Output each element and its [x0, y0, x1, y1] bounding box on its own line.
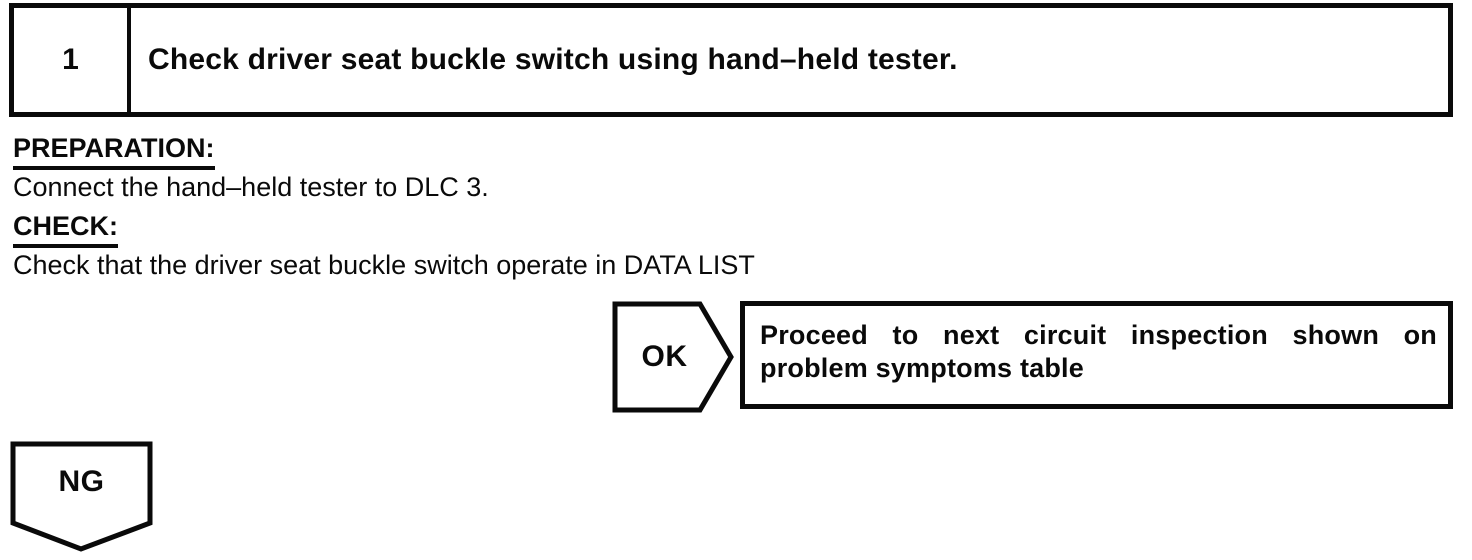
check-heading: CHECK:: [13, 211, 118, 248]
preparation-heading: PREPARATION:: [13, 133, 215, 170]
ng-pentagon-down-icon: [10, 441, 153, 552]
step-header-box: 1 Check driver seat buckle switch using …: [9, 3, 1453, 117]
ng-connector: NG: [10, 441, 153, 552]
preparation-body: Connect the hand–held tester to DLC 3.: [13, 172, 489, 202]
ok-result-box: Proceed to next circuit inspection shown…: [740, 301, 1453, 409]
preparation-section: PREPARATION:: [13, 133, 215, 170]
check-section: CHECK:: [13, 211, 118, 248]
ok-result-text: Proceed to next circuit inspection shown…: [760, 320, 1437, 383]
step-number: 1: [14, 8, 131, 112]
step-title: Check driver seat buckle switch using ha…: [148, 43, 958, 76]
ok-pentagon-right-icon: [612, 301, 734, 413]
ok-label: OK: [641, 340, 688, 373]
ng-label: NG: [58, 465, 105, 498]
ok-connector: OK: [612, 301, 734, 413]
check-body: Check that the driver seat buckle switch…: [13, 250, 755, 280]
